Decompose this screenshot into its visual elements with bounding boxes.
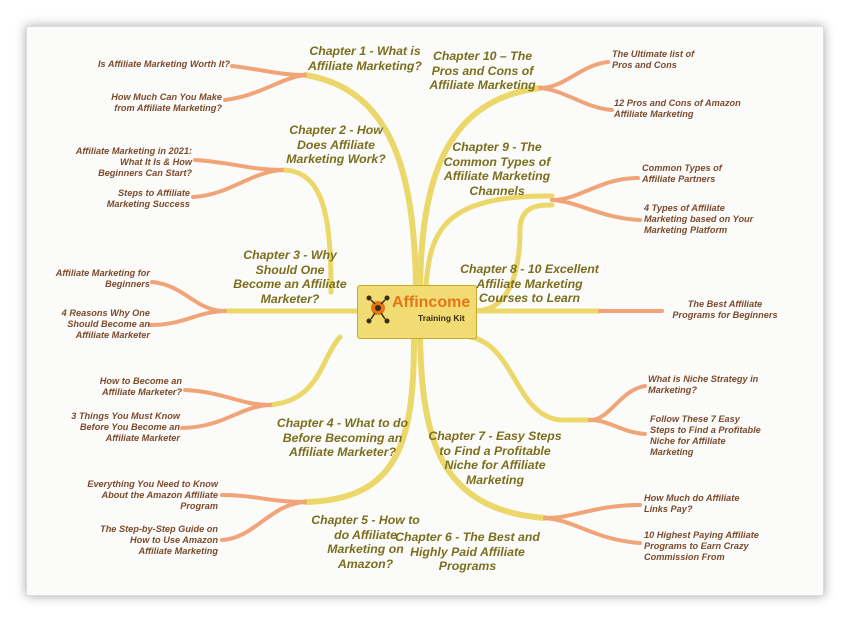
chapter-3-title[interactable]: Chapter 3 - Why Should One Become an Aff… [233, 248, 347, 306]
leaf-ch4-1[interactable]: How to Become an Affiliate Marketer? [99, 376, 182, 397]
chapter-9-title[interactable]: Chapter 9 - The Common Types of Affiliat… [443, 140, 551, 198]
chapter-1-title[interactable]: Chapter 1 - What is Affiliate Marketing? [308, 44, 422, 73]
chapter-7-title[interactable]: Chapter 7 - Easy Steps to Find a Profita… [428, 429, 562, 487]
leaf-ch7-1[interactable]: What is Niche Strategy in Marketing? [648, 374, 759, 395]
leaf-ch1-1[interactable]: Is Affiliate Marketing Worth It? [97, 59, 230, 69]
leaf-ch8-1[interactable]: The Best Affiliate Programs for Beginner… [672, 299, 778, 320]
leaf-ch5-2[interactable]: The Step-by-Step Guide on How to Use Ama… [100, 524, 218, 556]
branch-ch7 [467, 334, 593, 423]
chapter-6-title[interactable]: Chapter 6 - The Best and Highly Paid Aff… [395, 530, 540, 573]
branch-ch4 [267, 334, 343, 408]
chapter-5-title[interactable]: Chapter 5 - How to do Affiliate Marketin… [311, 513, 420, 571]
branch-ch9 [423, 193, 555, 289]
leaf-ch1-2[interactable]: How Much Can You Make from Affiliate Mar… [111, 92, 222, 113]
leaf-ch3-1[interactable]: Affiliate Marketing for Beginners [55, 268, 150, 289]
leaf-ch9-1[interactable]: Common Types of Affiliate Partners [642, 163, 722, 184]
branch-ch1 [302, 72, 419, 289]
leaf-ch6-1[interactable]: How Much do Affiliate Links Pay? [644, 493, 740, 514]
branch-ch5 [302, 334, 417, 505]
leaf-ch5-1[interactable]: Everything You Need to Know About the Am… [87, 479, 218, 511]
branch-ch2 [279, 167, 334, 295]
leaf-ch2-1[interactable]: Affiliate Marketing in 2021: What It Is … [75, 146, 192, 178]
leaf-ch3-2[interactable]: 4 Reasons Why One Should Become an Affil… [61, 308, 150, 340]
brand-subtitle: Training Kit [418, 313, 465, 323]
leaf-ch2-2[interactable]: Steps to Affiliate Marketing Success [106, 188, 190, 209]
leaf-ch6-2[interactable]: 10 Highest Paying Affiliate Programs to … [644, 530, 759, 562]
chapter-10-title[interactable]: Chapter 10 – The Pros and Cons of Affili… [429, 49, 536, 92]
chapter-4-title[interactable]: Chapter 4 - What to do Before Becoming a… [276, 416, 409, 459]
leaf-ch9-2[interactable]: 4 Types of Affiliate Marketing based on … [644, 203, 754, 235]
leaf-ch10-1[interactable]: The Ultimate list of Pros and Cons [612, 49, 695, 70]
leaf-ch10-2[interactable]: 12 Pros and Cons of Amazon Affiliate Mar… [614, 98, 741, 119]
brand-name: Affincome [392, 294, 471, 311]
chapter-2-title[interactable]: Chapter 2 - How Does Affiliate Marketing… [286, 123, 386, 166]
branch-ch6 [417, 334, 548, 521]
chapter-8-title[interactable]: Chapter 8 - 10 Excellent Affiliate Marke… [460, 262, 599, 305]
leaf-ch4-2[interactable]: 3 Things You Must Know Before You Become… [71, 411, 180, 443]
branch-ch8 [472, 202, 555, 314]
leaf-ch7-2[interactable]: Follow These 7 Easy Steps to Find a Prof… [650, 414, 761, 457]
affincome-logo-icon [366, 295, 390, 324]
branch-ch10 [417, 85, 543, 289]
